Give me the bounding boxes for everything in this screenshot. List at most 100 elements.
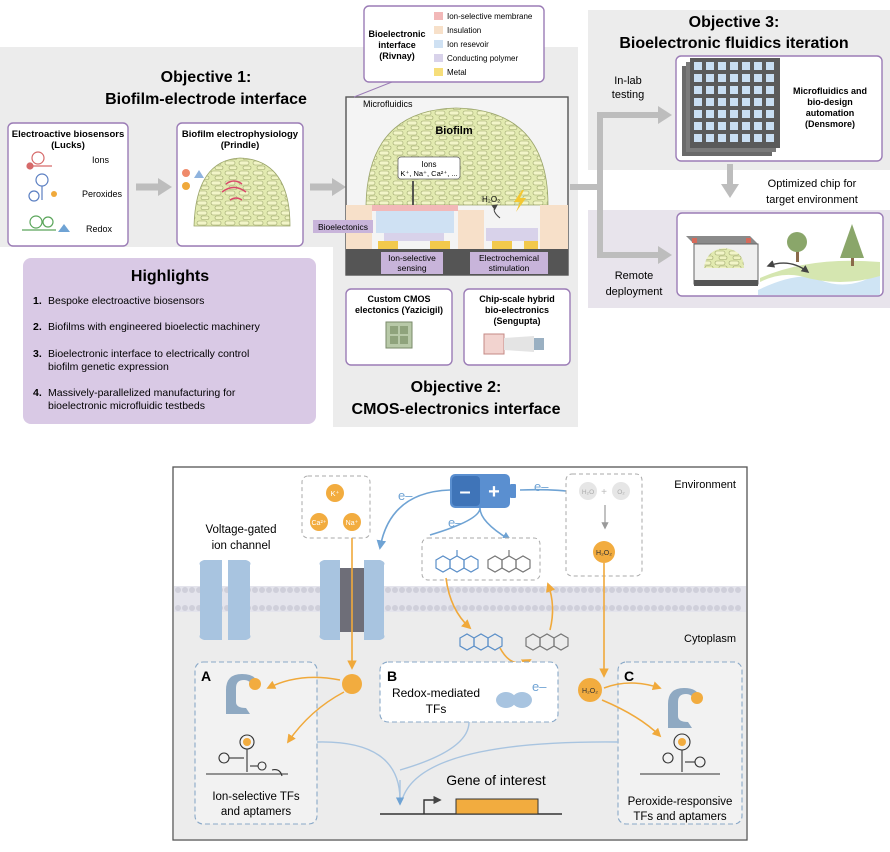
lipid-head — [532, 605, 538, 611]
branch-connector — [570, 112, 603, 258]
chip-well — [766, 86, 774, 94]
remote-label-line2: deployment — [606, 286, 663, 298]
ion-channel-open — [319, 560, 385, 640]
chip-well — [766, 74, 774, 82]
lipid-head — [385, 605, 391, 611]
lipid-head — [700, 605, 706, 611]
ion-to-tf-arrow — [266, 676, 341, 689]
molecule-triangle-icon — [194, 170, 204, 178]
chip-well — [718, 74, 726, 82]
lipid-head — [504, 587, 510, 593]
water-molecule — [579, 482, 597, 500]
lipid-head — [490, 605, 496, 611]
hybrid-title-line3: (Sengupta) — [494, 316, 541, 326]
chip-well — [694, 134, 702, 142]
lipid-head — [413, 605, 419, 611]
chip-well — [706, 62, 714, 70]
gene-block — [455, 798, 539, 815]
ion-sensing-label-line2: sensing — [397, 263, 427, 273]
lipid-head — [259, 587, 265, 593]
flow-arrow-1-head — [158, 178, 172, 196]
highlight-1-text: Bespoke electroactive biosensors — [48, 295, 204, 307]
chip-well — [742, 74, 750, 82]
box-b-letter: B — [387, 668, 397, 684]
lipid-head — [434, 605, 440, 611]
chip-well — [718, 86, 726, 94]
legend-swatches — [434, 12, 443, 76]
lipid-head — [588, 605, 594, 611]
ion-selective-membrane — [372, 205, 458, 211]
exchange-arrows-icon — [766, 260, 810, 273]
lipid-head — [294, 587, 300, 593]
lipid-head — [714, 605, 720, 611]
lipid-head — [672, 587, 678, 593]
lipid-head — [441, 587, 447, 593]
biofilm-mound-small — [193, 157, 291, 227]
legend-ion-selective-membrane: Ion-selective membrane — [447, 12, 533, 21]
chip-well — [694, 110, 702, 118]
cmos-chip-icon — [385, 321, 413, 349]
chip-well — [706, 86, 714, 94]
lipid-head — [448, 605, 454, 611]
lipid-head — [665, 605, 671, 611]
lipid-head — [644, 605, 650, 611]
lipid-head — [546, 605, 552, 611]
highlight-4-text-line2: bioelectronic microfluidic testbeds — [48, 400, 205, 412]
lipid-head — [665, 587, 671, 593]
lipid-head — [259, 605, 265, 611]
lipid-head — [406, 587, 412, 593]
lipid-head — [462, 605, 468, 611]
lipid-head — [574, 587, 580, 593]
regulation-lines — [316, 721, 619, 801]
swatch-insulation — [434, 26, 443, 34]
lipid-head — [392, 587, 398, 593]
highlight-1-num: 1. — [33, 295, 42, 307]
chip-well — [718, 134, 726, 142]
redox-mediator-box — [421, 537, 541, 581]
peroxide-release-arrow — [491, 204, 501, 219]
lipid-head — [721, 587, 727, 593]
lipid-head — [609, 587, 615, 593]
stimulation-label-line2: stimulation — [489, 263, 530, 273]
lipid-head — [686, 587, 692, 593]
chip-well — [742, 134, 750, 142]
chip-well — [754, 134, 762, 142]
lipid-head — [525, 605, 531, 611]
chip-well — [742, 122, 750, 130]
lipid-head — [707, 587, 713, 593]
lipid-head — [399, 605, 405, 611]
redox-shuttle-up — [546, 582, 556, 631]
lipid-head — [539, 587, 545, 593]
objective1-title-line1: Objective 1: — [161, 69, 252, 86]
ion-tf-icon — [226, 674, 261, 714]
lipid-head — [651, 587, 657, 593]
interface-title-line2: interface — [378, 40, 416, 50]
flow-arrow-2-head — [332, 178, 346, 196]
interface-title-line3: (Rivnay) — [379, 51, 415, 61]
lipid-head — [441, 605, 447, 611]
optimize-arrow-head — [721, 184, 739, 198]
device-h2o2-label: H₂O₂ — [482, 195, 500, 204]
lipid-head — [679, 605, 685, 611]
peroxide-to-tf-arrow — [603, 681, 662, 690]
legend-pointer — [353, 81, 393, 98]
lipid-head — [490, 587, 496, 593]
microfluidics-label: Microfluidics — [363, 99, 413, 109]
chip-well — [718, 98, 726, 106]
conducting-polymer-left — [384, 233, 444, 241]
reaction-plus: + — [601, 487, 607, 498]
remote-label-line1: Remote — [615, 270, 654, 282]
lipid-head — [616, 605, 622, 611]
chip-well — [730, 86, 738, 94]
chip-well — [742, 98, 750, 106]
calcium-ion — [310, 513, 328, 531]
chip-array-icon — [682, 58, 780, 156]
lipid-head — [623, 587, 629, 593]
lipid-head — [518, 587, 524, 593]
reduced-mediator-inside-icon — [525, 633, 569, 651]
lipid-head — [294, 605, 300, 611]
chip-well — [754, 62, 762, 70]
optimized-label-line1: Optimized chip for — [768, 178, 857, 190]
lipid-head — [616, 587, 622, 593]
lipid-head — [266, 587, 272, 593]
